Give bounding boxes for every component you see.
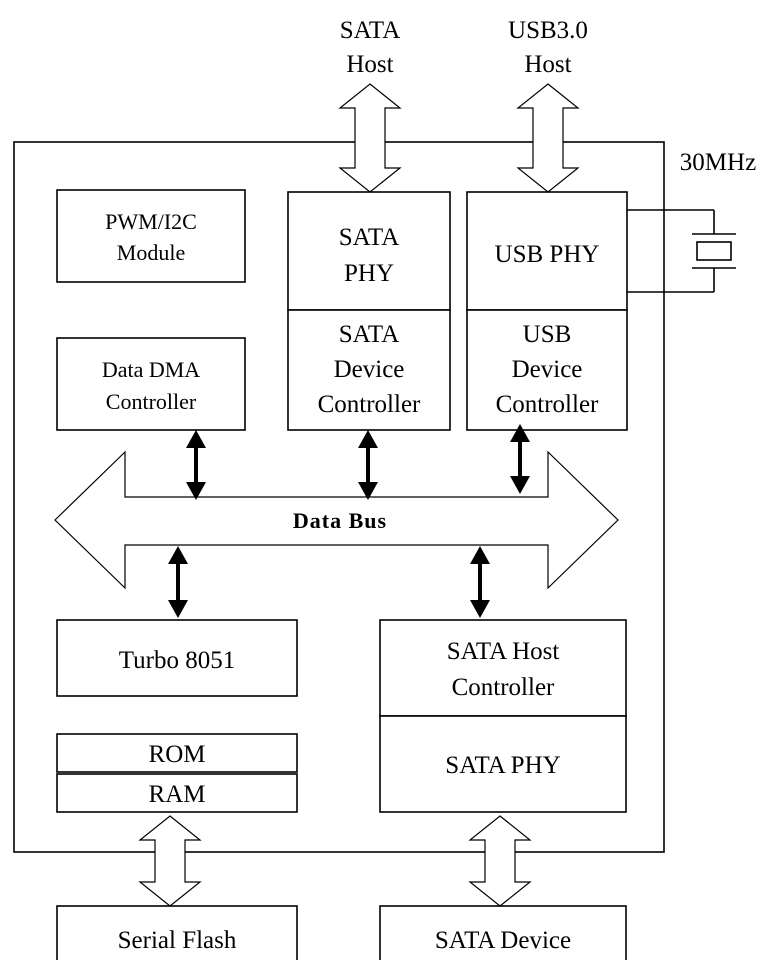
sata-device-label: SATA Device [435, 927, 571, 954]
turbo-8051-bus-arrow [168, 546, 188, 618]
pwm-i2c-label-line2: Module [117, 240, 185, 265]
sata-host-controller-bus-arrow [470, 546, 490, 618]
data-dma-label-line2: Controller [106, 389, 197, 414]
pwm-i2c-label-line1: PWM/I2C [105, 209, 197, 234]
usb-host-link-arrow [516, 83, 580, 193]
sata-device-controller-label-line3: Controller [318, 391, 421, 418]
usb-device-controller-label-line2: Device [512, 356, 583, 383]
turbo-8051-block [56, 619, 298, 697]
crystal-oscillator-icon [627, 209, 736, 293]
serial-flash-link-arrow [138, 815, 202, 907]
sata-phy-bottom-label: SATA PHY [445, 752, 560, 779]
usb-phy-block [466, 191, 628, 311]
sata-host-label-line2: Host [346, 51, 393, 78]
sata-host-controller-label-line1: SATA Host [447, 638, 560, 665]
usb-phy-label: USB PHY [495, 241, 600, 268]
sata-host-controller-block [379, 619, 627, 717]
serial-flash-block [56, 905, 298, 960]
usb-device-controller-label-line3: Controller [496, 391, 599, 418]
data-dma-controller-block [56, 337, 246, 431]
usb-device-controller-label-line1: USB [523, 321, 572, 348]
sata-phy-top-label-line1: SATA [339, 224, 400, 251]
turbo-8051-label: Turbo 8051 [119, 647, 235, 674]
sata-device-link-arrow [468, 815, 532, 907]
sata-device-controller-label-line2: Device [334, 356, 405, 383]
sata-phy-bottom-block [379, 715, 627, 813]
data-dma-label-line1: Data DMA [102, 357, 200, 382]
clock-label: 30MHz [680, 149, 756, 176]
sata-phy-top-label-line2: PHY [344, 260, 394, 287]
sata-device-controller-block [287, 309, 451, 431]
ram-label: RAM [149, 781, 206, 808]
sata-host-link-arrow [338, 83, 402, 193]
usb-device-controller-block [466, 309, 628, 431]
usb-device-bus-arrow [510, 424, 530, 494]
sata-host-controller-label-line2: Controller [452, 674, 555, 701]
data-bus-arrow [54, 450, 619, 590]
sata-device-controller-label-line1: SATA [339, 321, 400, 348]
pwm-i2c-module-block [56, 189, 246, 283]
rom-label: ROM [149, 741, 206, 768]
sata-device-block [379, 905, 627, 960]
data-bus-label: Data Bus [293, 508, 387, 533]
usb-host-label-line2: Host [524, 51, 571, 78]
sata-host-label-line1: SATA [340, 17, 401, 44]
dma-bus-arrow [186, 430, 206, 500]
sata-phy-top-block [287, 191, 451, 311]
sata-device-bus-arrow [358, 430, 378, 500]
chip-boundary [13, 141, 665, 853]
rom-block [56, 733, 298, 773]
ram-block [56, 773, 298, 813]
usb-host-label-line1: USB3.0 [508, 17, 588, 44]
serial-flash-label: Serial Flash [118, 927, 237, 954]
